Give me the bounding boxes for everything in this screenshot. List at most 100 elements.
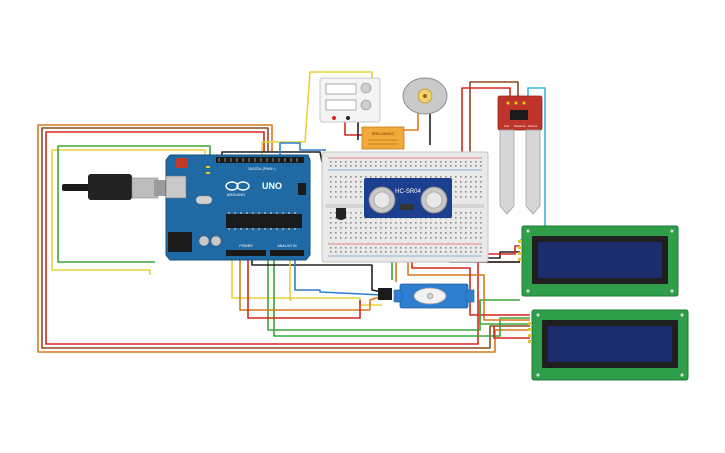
breadboard-hole [460,176,462,178]
breadboard-hole [470,176,472,178]
breadboard-hole [465,196,467,198]
breadboard-hole [360,212,362,214]
temperature-sensor[interactable] [336,208,346,220]
breadboard-hole [460,191,462,193]
breadboard-hole [475,165,477,167]
power-supply-module[interactable] [319,77,381,123]
breadboard-hole [420,251,422,253]
reset-button[interactable] [176,158,188,168]
breadboard-hole [350,181,352,183]
knob-2[interactable] [360,99,372,111]
breadboard-hole [385,251,387,253]
breadboard-hole [465,222,467,224]
wire-yellow-bottom2 [289,258,292,301]
breadboard-hole [340,181,342,183]
breadboard-hole [435,247,437,249]
arduino-uno-board[interactable]: DIGITAL (PWM~) UNO ARDUINO [165,154,311,261]
servo-motor[interactable] [378,283,475,309]
breadboard-hole [365,161,367,163]
breadboard-hole [470,191,472,193]
breadboard-hole [390,237,392,239]
breadboard-hole [410,165,412,167]
breadboard-hole [415,251,417,253]
wire-green-bottom1 [267,258,520,331]
breadboard-hole [395,165,397,167]
breadboard-hole [340,247,342,249]
crystal [195,195,213,205]
breadboard-hole [380,165,382,167]
breadboard-hole [340,232,342,234]
breadboard-hole [350,196,352,198]
digital-header-label: DIGITAL (PWM~) [248,167,275,171]
breadboard-hole [360,222,362,224]
breadboard-hole [475,232,477,234]
lcd-display-2[interactable] [528,309,689,381]
breadboard-hole [370,247,372,249]
relay-module[interactable]: SRD-05VDC [361,126,405,150]
wire-blue-bottom [294,258,383,296]
breadboard-hole [440,176,442,178]
breadboard-hole [365,227,367,229]
breadboard-hole [430,161,432,163]
breadboard-hole [370,165,372,167]
breadboard-hole [420,247,422,249]
breadboard-hole [475,227,477,229]
breadboard-hole [420,165,422,167]
breadboard-hole [470,227,472,229]
breadboard-hole [345,165,347,167]
breadboard-hole [350,186,352,188]
breadboard-hole [355,186,357,188]
breadboard-hole [415,161,417,163]
breadboard-hole [355,161,357,163]
breadboard-hole [330,217,332,219]
breadboard-hole [470,161,472,163]
breadboard-hole [375,237,377,239]
breadboard-hole [395,251,397,253]
breadboard-hole [420,232,422,234]
breadboard-hole [470,186,472,188]
lcd-1-pins [518,240,522,261]
breadboard-hole [460,251,462,253]
breadboard-hole [335,212,337,214]
breadboard-hole [445,251,447,253]
breadboard-hole [480,176,482,178]
breadboard-hole [455,165,457,167]
breadboard-hole [340,222,342,224]
breadboard-hole [420,176,422,178]
breadboard-hole [470,232,472,234]
soil-moisture-sensor[interactable]: Soil Moisture Sensor [497,95,543,215]
breadboard-hole [460,196,462,198]
breadboard-hole [355,217,357,219]
dc-motor[interactable] [402,77,448,115]
breadboard-hole [340,186,342,188]
breadboard-hole [345,181,347,183]
breadboard-hole [340,251,342,253]
breadboard-hole [375,161,377,163]
breadboard-hole [475,217,477,219]
breadboard-hole [370,161,372,163]
breadboard-hole [385,165,387,167]
breadboard-hole [415,227,417,229]
lcd-display-1[interactable] [518,225,679,297]
breadboard-hole [430,176,432,178]
breadboard-hole [440,237,442,239]
breadboard-hole [450,232,452,234]
ultrasonic-sensor[interactable]: HC-SR04 [364,178,452,218]
breadboard-hole [375,251,377,253]
breadboard-hole [355,165,357,167]
breadboard-hole [330,196,332,198]
soil-pin-label-3: Sensor [528,124,538,128]
breadboard-hole [430,251,432,253]
breadboard-hole [405,237,407,239]
breadboard-hole [400,161,402,163]
breadboard-hole [380,251,382,253]
breadboard-hole [440,247,442,249]
breadboard-hole [360,237,362,239]
breadboard-hole [455,222,457,224]
breadboard-hole [450,251,452,253]
wire-green-lcd2 [479,300,530,325]
breadboard-hole [465,191,467,193]
terminal-black [346,116,350,120]
knob-1[interactable] [360,82,372,94]
breadboard-hole [455,176,457,178]
